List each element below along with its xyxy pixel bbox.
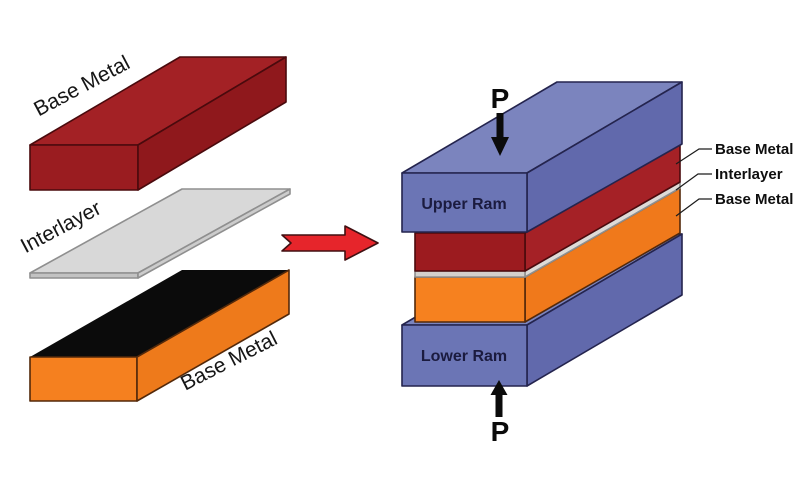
left-interlayer-plate	[29, 188, 291, 279]
left-base-metal-bottom-slab	[29, 269, 290, 402]
red-layer-front-face	[414, 232, 526, 272]
callout-interlayer-label: Interlayer	[715, 166, 783, 183]
upper-ram-label: Upper Ram	[421, 196, 506, 213]
interlayer-layer-front-face	[414, 270, 526, 278]
callout-line-base-metal-bottom	[675, 198, 712, 217]
callout-base-metal-top-label: Base Metal	[715, 141, 793, 158]
callout-line-base-metal-top	[675, 148, 712, 165]
red-slab-side-face	[137, 56, 287, 191]
bonding-assembly: Upper Ram Lower Ram P P Base Metal Inter…	[401, 81, 793, 447]
interlayer-side-face	[137, 188, 291, 279]
red-slab-front-face	[29, 144, 139, 191]
callout-base-metal-bottom-label: Base Metal	[715, 191, 793, 208]
lower-ram-front-face	[401, 324, 528, 387]
pressure-top-label: P	[491, 83, 510, 114]
orange-slab-front-face	[29, 356, 138, 402]
upper-ram-front-face	[401, 172, 528, 233]
upper-ram	[401, 81, 683, 233]
lower-ram-label: Lower Ram	[421, 348, 507, 365]
left-base-metal-top-slab	[29, 56, 287, 191]
orange-slab-top-face	[30, 270, 289, 357]
process-flow-arrow-icon	[281, 225, 379, 261]
pressure-down-arrow-icon	[491, 113, 509, 156]
pressure-bottom-label: P	[491, 416, 510, 447]
orange-layer-front-face	[414, 276, 526, 323]
pressure-up-arrow-icon	[490, 380, 508, 417]
callout-line-interlayer	[675, 173, 712, 191]
orange-slab-side-face	[136, 269, 290, 402]
left-exploded-stack: Base Metal Interlayer Base Metal	[17, 51, 291, 402]
interlayer-front-face	[29, 272, 139, 279]
